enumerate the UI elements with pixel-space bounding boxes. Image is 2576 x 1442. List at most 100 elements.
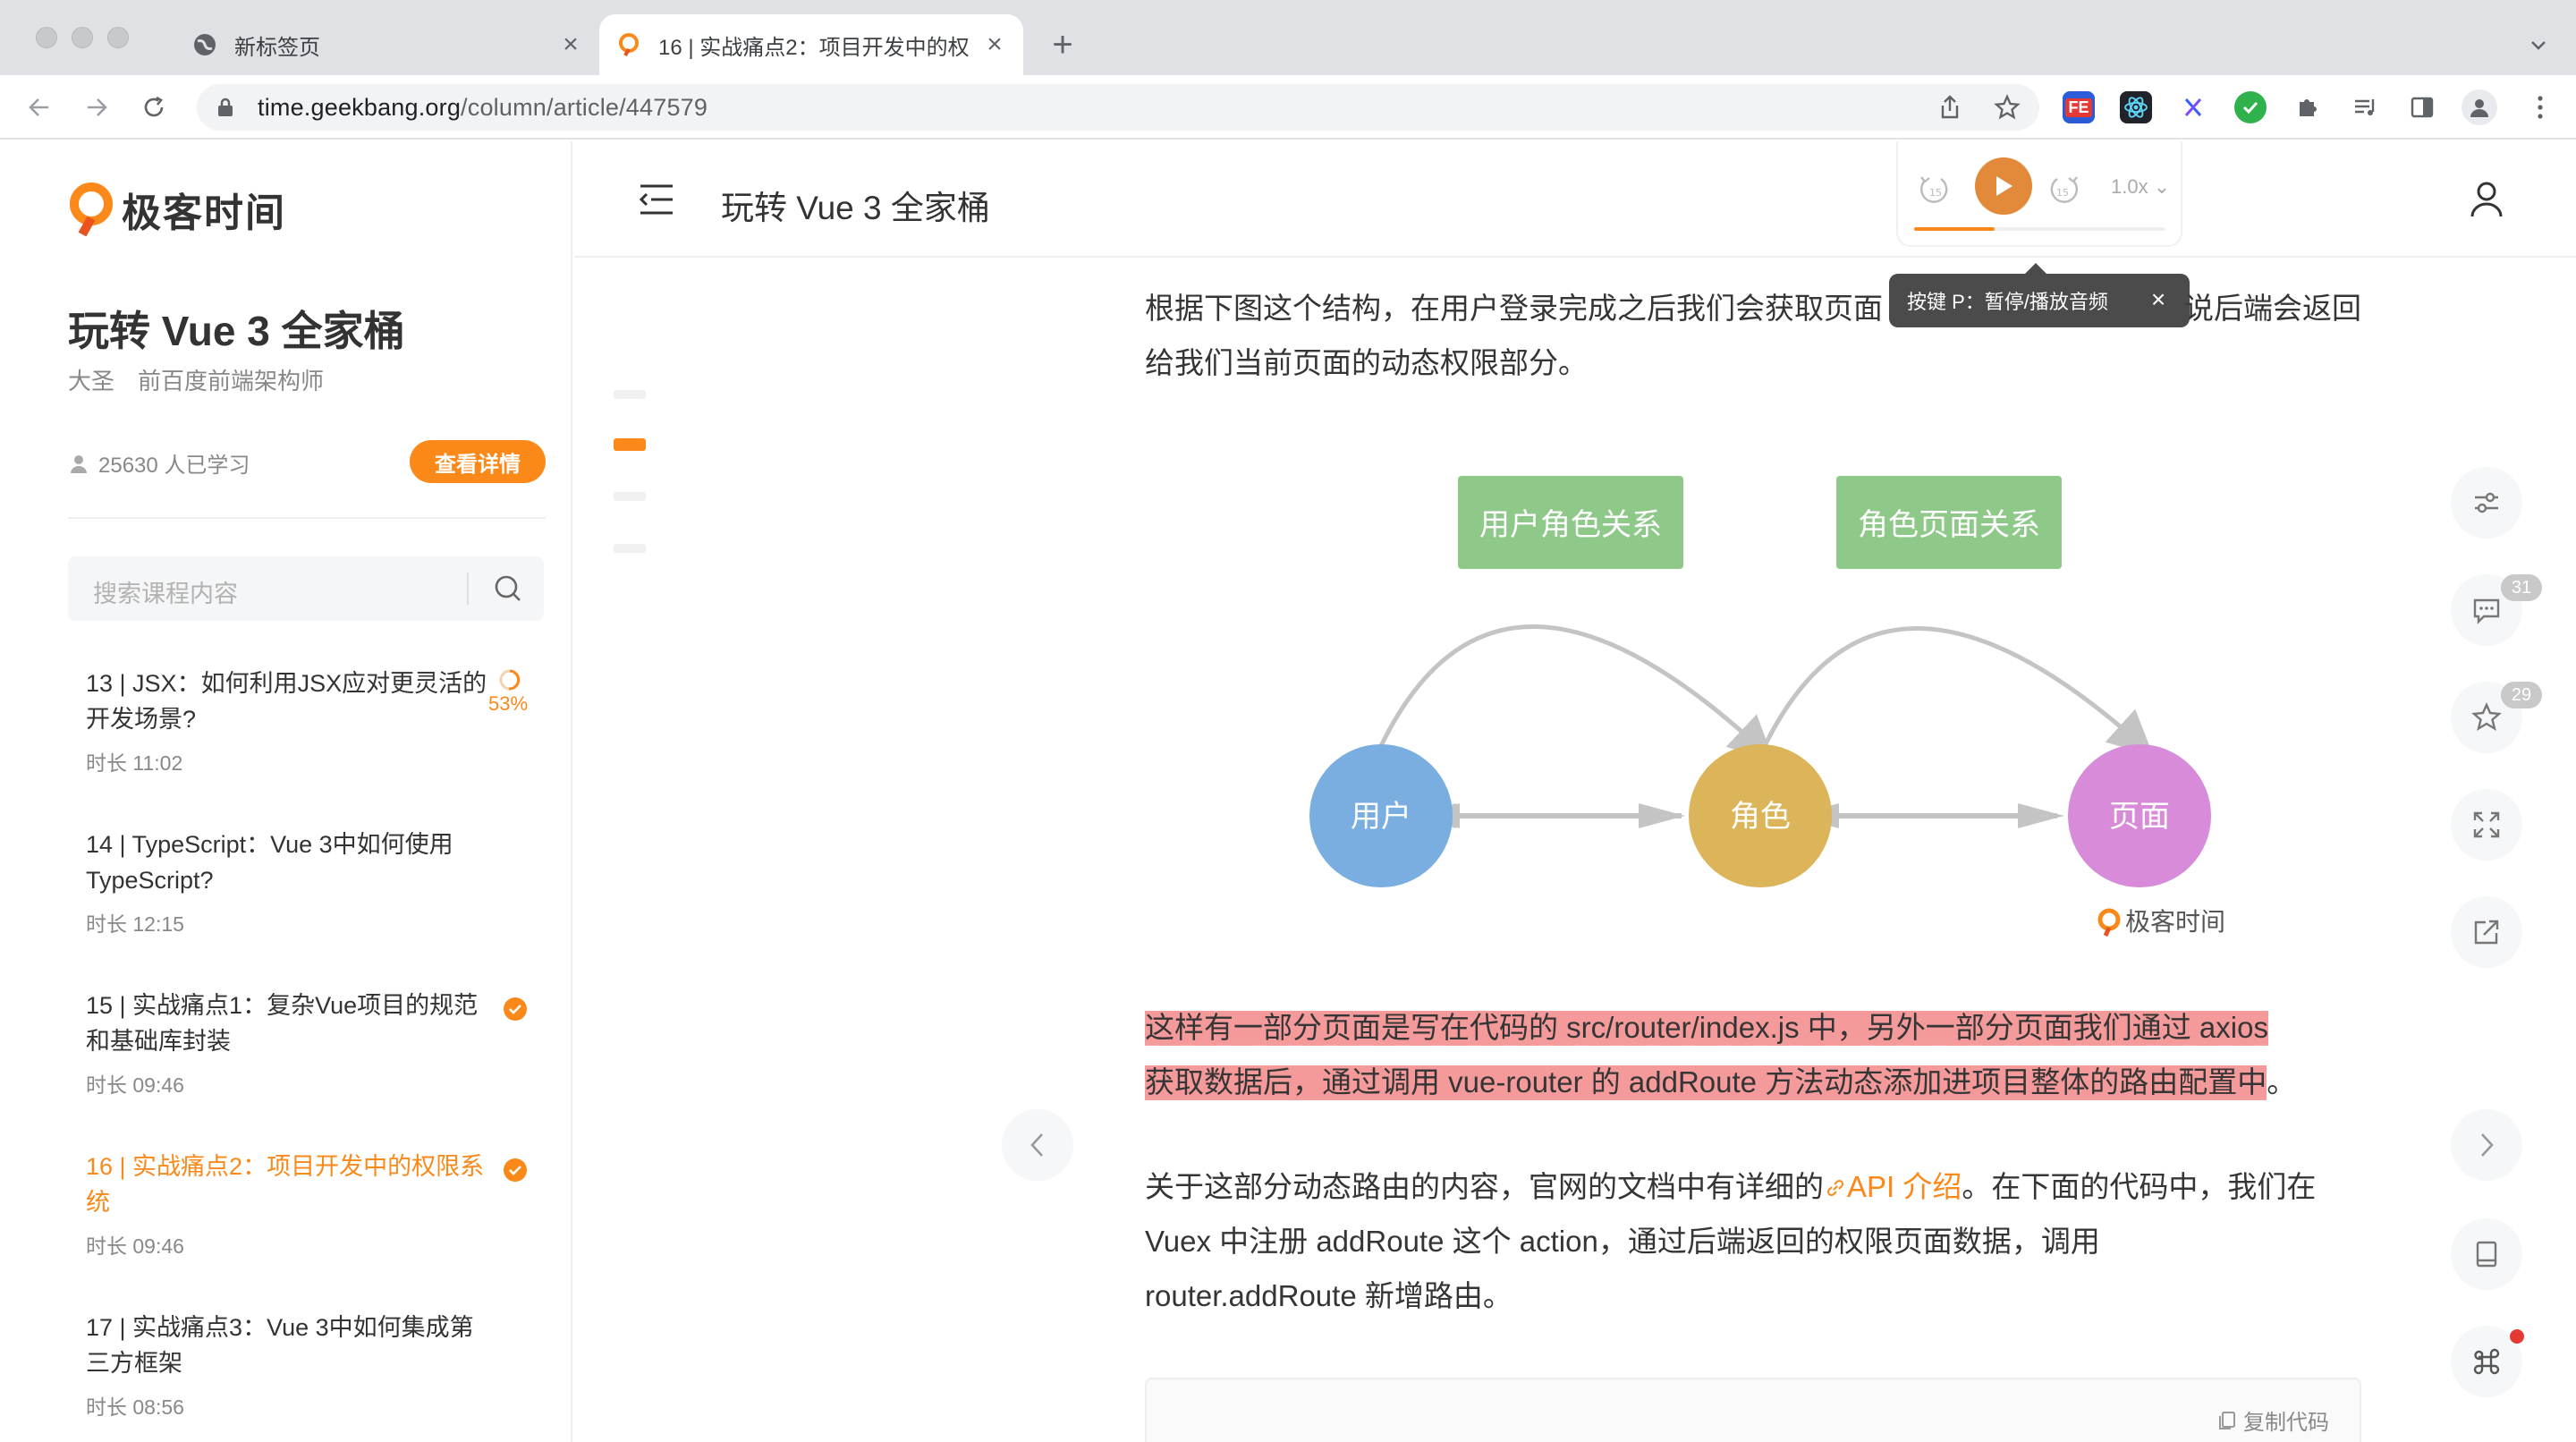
sliders-icon (2475, 492, 2498, 513)
sidebar-divider (68, 517, 546, 519)
playback-speed[interactable]: 1.0x ⌄ (2111, 175, 2171, 198)
browser-menu-kebab-icon[interactable] (2524, 91, 2556, 123)
article-highlighted-paragraph[interactable]: 这样有一部分页面是写在代码的 src/router/index.js 中，另外一… (1145, 1000, 2361, 1109)
completed-check-icon (504, 1158, 527, 1182)
watermark-logo-icon (2097, 908, 2121, 931)
watermark-logo-stem (2103, 926, 2112, 937)
api-docs-link-text: API 介绍 (1847, 1170, 1962, 1203)
rewind-15-icon[interactable]: 15 (1914, 174, 1953, 206)
share-article-button[interactable] (2451, 896, 2522, 968)
window-minimize-dot[interactable] (72, 27, 93, 48)
article-paragraph-1: 根据下图这个结构，在用户登录完成之后我们会获取页面说后端会返回 给我们当前页面的… (1145, 281, 2361, 390)
side-panel-icon[interactable] (2406, 91, 2438, 123)
lesson-item-17[interactable]: 17 | 实战痛点3：Vue 3中如何集成第三方框架 时长 08:56 (86, 1310, 542, 1421)
fullscreen-button[interactable] (2451, 789, 2522, 861)
play-button[interactable] (1975, 157, 2032, 215)
tab-new-tab[interactable]: 新标签页 × (175, 14, 599, 75)
node-user (1309, 744, 1453, 887)
arrow-user-to-role (1377, 624, 1775, 761)
chrome-globe-icon (191, 31, 218, 58)
arrowhead (2018, 803, 2064, 828)
tab-article[interactable]: 16 | 实战痛点2：项目开发中的权 × (599, 14, 1023, 75)
address-bar[interactable]: time.geekbang.org/column/article/447579 (197, 84, 2039, 131)
logo-text: 极客时间 (122, 191, 286, 235)
lesson-duration: 时长 09:46 (86, 1073, 184, 1097)
play-icon (1996, 176, 2012, 196)
highlight-tail: 。 (2267, 1065, 2297, 1098)
collapse-menu-icon[interactable] (637, 179, 678, 220)
url-path: /column/article/447579 (461, 93, 708, 121)
lesson-progress-percent: 53% (488, 692, 529, 715)
media-queue-icon[interactable] (2349, 91, 2381, 123)
view-details-button[interactable]: 查看详情 (410, 440, 546, 483)
browser-toolbar: time.geekbang.org/column/article/447579 … (0, 75, 2576, 140)
share-icon[interactable] (1930, 88, 1970, 127)
tab-close-icon[interactable]: × (987, 30, 1003, 59)
star-icon (2471, 702, 2502, 732)
lock-icon (218, 98, 233, 116)
lesson-item-13[interactable]: 13 | JSX：如何利用JSX应对更灵活的开发场景? 时长 11:02 53% (86, 666, 542, 776)
geektime-logo[interactable]: 极客时间 (66, 181, 286, 238)
api-docs-link[interactable]: API 介绍 (1824, 1170, 1962, 1203)
role-permission-diagram: 用户角色关系 角色页面关系 用户 角色 页面 极客时间 (1309, 476, 2225, 937)
url-domain: time.geekbang.org (258, 93, 462, 121)
lesson-duration: 时长 09:46 (86, 1234, 184, 1258)
settings-sliders-button[interactable] (2451, 467, 2522, 539)
tab-close-icon[interactable]: × (563, 30, 579, 59)
course-search-input[interactable]: 搜索课程内容 (68, 556, 544, 621)
svg-text:15: 15 (2056, 187, 2069, 199)
course-title: 玩转 Vue 3 全家桶 (68, 308, 405, 354)
fe-extension-icon[interactable]: FE (2063, 91, 2095, 123)
lesson-title: 15 | 实战痛点1：复杂Vue项目的规范和基础库封装 (86, 992, 479, 1055)
outline-marker[interactable] (614, 544, 646, 553)
learner-count-text: 25630 人已学习 (98, 454, 250, 478)
outline-marker[interactable] (614, 492, 646, 501)
audio-progress-bar[interactable] (1914, 227, 2165, 231)
react-devtools-icon[interactable] (2120, 91, 2152, 123)
para3-line3: router.addRoute 新增路由。 (1145, 1279, 1513, 1312)
user-account-icon[interactable] (2465, 177, 2508, 220)
outline-marker-active[interactable] (614, 438, 646, 451)
lesson-item-16-current[interactable]: 16 | 实战痛点2：项目开发中的权限系统 时长 09:46 (86, 1149, 542, 1260)
para1-line1-end: 说后端会返回 (2184, 292, 2361, 325)
tab-search-chevron-icon[interactable] (2521, 27, 2556, 63)
node-user-label: 用户 (1351, 799, 1411, 835)
forward-arrow-icon[interactable] (77, 88, 116, 127)
browser-tabstrip: 新标签页 × 16 | 实战痛点2：项目开发中的权 × + (0, 0, 2576, 75)
search-icon[interactable] (490, 571, 526, 606)
reload-icon[interactable] (134, 88, 174, 127)
window-zoom-dot[interactable] (107, 27, 129, 48)
chevron-left-icon (1030, 1133, 1043, 1157)
bookmark-star-icon[interactable] (1987, 88, 2027, 127)
arrow-role-to-page (1759, 626, 2154, 756)
tab-title: 16 | 实战痛点2：项目开发中的权 (658, 35, 970, 60)
forward-15-icon[interactable]: 15 (2045, 174, 2084, 206)
x-extension-icon[interactable] (2177, 91, 2209, 123)
url-text: time.geekbang.org/column/article/447579 (258, 94, 708, 122)
command-key-icon (2473, 1348, 2500, 1375)
geektime-favicon-icon (615, 31, 642, 58)
previous-article-button[interactable] (1002, 1109, 1073, 1181)
chevron-right-icon (2481, 1133, 2494, 1157)
new-tab-plus-icon[interactable]: + (1052, 24, 1073, 64)
window-close-dot[interactable] (36, 27, 57, 48)
geektime-logo-icon (70, 182, 113, 236)
back-arrow-icon[interactable] (20, 88, 59, 127)
extensions-puzzle-icon[interactable] (2292, 91, 2324, 123)
lesson-item-14[interactable]: 14 | TypeScript：Vue 3中如何使用TypeScript? 时长… (86, 827, 542, 937)
node-page (2068, 744, 2211, 887)
next-article-button[interactable] (2451, 1109, 2522, 1181)
tooltip-close-icon[interactable]: × (2150, 285, 2166, 313)
outline-marker[interactable] (614, 390, 646, 399)
lesson-item-15[interactable]: 15 | 实战痛点1：复杂Vue项目的规范和基础库封装 时长 09:46 (86, 988, 542, 1098)
box-role-page-relation-label: 角色页面关系 (1858, 507, 2040, 543)
highlight-line-1[interactable]: 这样有一部分页面是写在代码的 src/router/index.js 中，另外一… (1145, 1011, 2268, 1046)
highlight-line-2[interactable]: 获取数据后，通过调用 vue-router 的 addRoute 方法动态添加进… (1145, 1065, 2267, 1100)
reader-mode-button[interactable] (2451, 1218, 2522, 1290)
copy-code-button[interactable]: 复制代码 (2216, 1404, 2329, 1436)
profile-avatar-icon[interactable] (2462, 89, 2497, 125)
green-check-extension-icon[interactable] (2234, 91, 2267, 123)
course-sidebar: 极客时间 玩转 Vue 3 全家桶 大圣 前百度前端架构师 25630 人已学习… (0, 141, 572, 1442)
